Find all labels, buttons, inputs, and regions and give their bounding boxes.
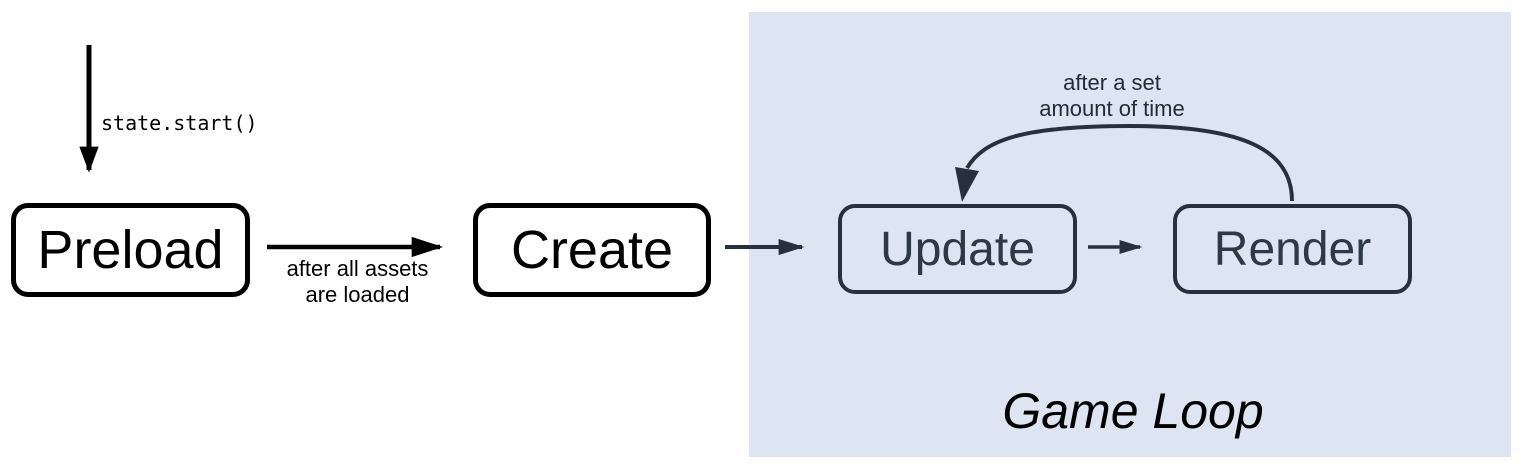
- node-render-label: Render: [1213, 222, 1372, 276]
- loop-label-line1: after a set: [1063, 70, 1161, 95]
- edge-preload-to-create-label: after all assets are loaded: [255, 256, 460, 308]
- edge-render-to-update-arrowhead: [955, 167, 979, 202]
- assets-label-line1: after all assets: [286, 256, 429, 281]
- node-update-label: Update: [880, 222, 1035, 276]
- loop-label-line2: amount of time: [1039, 96, 1185, 121]
- node-create-label: Create: [510, 220, 674, 280]
- node-preload: Preload: [11, 203, 250, 297]
- edge-start-to-preload-label: state.start(): [101, 111, 361, 135]
- node-update: Update: [838, 204, 1077, 294]
- assets-label-line2: are loaded: [305, 282, 410, 307]
- node-render: Render: [1173, 204, 1412, 294]
- edge-render-to-update-label: after a set amount of time: [962, 70, 1262, 122]
- edge-render-to-update-arrow: [965, 123, 1294, 202]
- node-preload-label: Preload: [37, 220, 224, 280]
- game-loop-label: Game Loop: [1002, 383, 1264, 439]
- node-create: Create: [473, 203, 711, 297]
- start-call-text: state.start(): [101, 111, 258, 135]
- game-loop-region: [749, 12, 1511, 457]
